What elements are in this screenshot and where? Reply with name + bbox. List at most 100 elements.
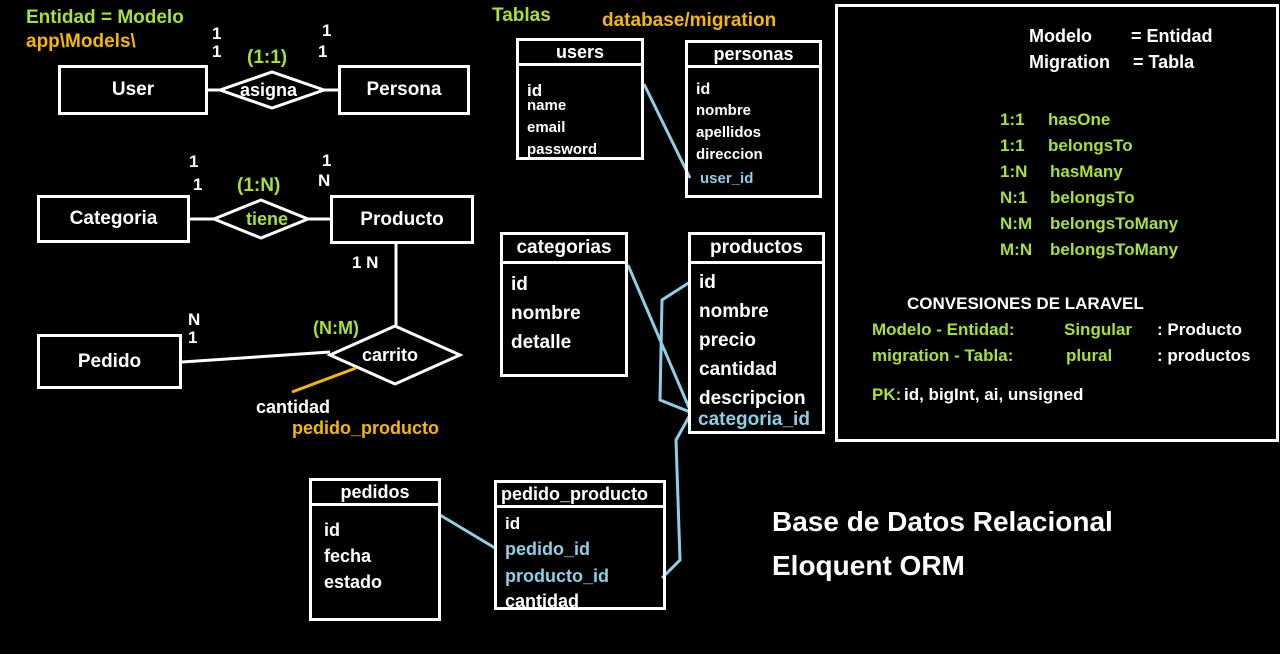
table-personas-field: id (696, 81, 711, 98)
entity-producto: Producto (330, 195, 474, 244)
relation-carrito-label: carrito (362, 345, 419, 365)
entity-categoria: Categoria (37, 195, 190, 243)
panel-relation-card: N:M (1000, 214, 1033, 233)
table-pedido-producto: pedido_producto id pedido_id producto_id… (494, 480, 666, 610)
table-pedido-producto-title: pedido_producto (497, 483, 663, 508)
cardinality-tiene-type: (1:N) (237, 175, 281, 196)
cardinality-categoria-a: 1 (189, 152, 199, 171)
table-categorias-field: nombre (511, 303, 581, 324)
table-pedidos: pedidos id fecha estado (309, 478, 441, 621)
entity-user: User (58, 65, 208, 115)
table-personas-field: direccion (696, 146, 763, 163)
table-pedidos-field: fecha (324, 546, 372, 566)
panel-migration-label: Migration (1029, 52, 1110, 72)
table-categorias-field: detalle (511, 332, 572, 353)
entity-pedido: Pedido (37, 334, 182, 389)
cardinality-pedido-b: 1 (188, 328, 198, 347)
fk-line-users-personas (642, 83, 692, 179)
table-productos-field: id (699, 272, 716, 293)
table-categorias-title: categorias (503, 235, 625, 264)
cardinality-user-b: 1 (212, 42, 222, 61)
panel-conv-migration-example: : productos (1157, 346, 1251, 365)
panel-relation-method: hasOne (1048, 110, 1111, 129)
cardinality-user-a: 1 (212, 24, 222, 43)
panel-relation-card: 1:1 (1000, 136, 1025, 155)
table-pedidos-field: id (324, 520, 340, 540)
relation-asigna-diamond (215, 70, 329, 110)
table-pedido-producto-fk-field: pedido_id (505, 539, 590, 559)
table-productos-fk-field: categoria_id (698, 409, 810, 430)
panel-relation-method: belongsToMany (1050, 240, 1179, 259)
table-productos-title: productos (691, 235, 822, 264)
table-categorias-field: id (511, 274, 528, 295)
table-productos: productos id nombre precio cantidad desc… (688, 232, 825, 434)
carrito-attribute-line (291, 366, 357, 394)
panel-relation-method: belongsTo (1050, 188, 1135, 207)
table-pedido-producto-field: cantidad (505, 591, 580, 611)
cardinality-persona-b: 1 (318, 42, 328, 61)
migration-path-label: database/migration (602, 10, 777, 31)
panel-modelo-label: Modelo (1029, 26, 1092, 46)
panel-conventions-title: CONVESIONES DE LARAVEL (907, 294, 1144, 313)
table-pedidos-title: pedidos (312, 481, 438, 506)
models-path-label: app\Models\ (26, 31, 136, 52)
info-panel (835, 4, 1279, 442)
table-pedido-producto-field: id (505, 514, 521, 533)
panel-relation-card: 1:N (1000, 162, 1028, 181)
relation-asigna-label: asigna (240, 80, 298, 100)
panel-relation-card: N:1 (1000, 188, 1028, 207)
table-users-title: users (519, 41, 641, 66)
table-productos-field: descripcion (699, 388, 806, 409)
cardinality-persona-a: 1 (322, 21, 332, 40)
fk-line-productos-id (658, 280, 691, 414)
panel-pk-label: PK: (872, 385, 902, 404)
table-users: users id name email password (516, 38, 644, 160)
entity-persona: Persona (338, 65, 470, 115)
table-users-field: id (527, 81, 543, 100)
carrito-table-label: pedido_producto (292, 418, 439, 438)
relation-tiene-diamond (209, 198, 313, 240)
cardinality-producto-a: 1 (322, 151, 332, 170)
table-personas-title: personas (688, 43, 819, 68)
cardinality-asigna-type: (1:1) (247, 47, 288, 68)
relation-tiene-label: tiene (246, 209, 289, 229)
table-productos-field: nombre (699, 301, 769, 322)
panel-conv-migration-rule: plural (1066, 346, 1113, 365)
footer-title-line2: Eloquent ORM (772, 550, 965, 581)
fk-line-productos-pedido-producto (660, 414, 692, 580)
footer-title-line1: Base de Datos Relacional (772, 506, 1113, 537)
fk-line-pedidos-pedido-producto (439, 513, 496, 550)
cardinality-categoria-b: 1 (193, 175, 203, 194)
tables-label: Tablas (492, 5, 551, 26)
panel-conv-model-label: Modelo - Entidad: (872, 320, 1015, 339)
er-line-pedido-carrito (181, 350, 331, 364)
panel-relation-method: belongsToMany (1050, 214, 1179, 233)
table-users-field: name (527, 97, 567, 114)
table-pedido-producto-fk-field: producto_id (505, 566, 609, 586)
table-pedidos-field: estado (324, 572, 383, 592)
table-personas-fk-field: user_id (700, 170, 754, 187)
panel-relation-method: hasMany (1050, 162, 1123, 181)
table-categorias: categorias id nombre detalle (500, 232, 628, 377)
panel-relation-method: belongsTo (1048, 136, 1133, 155)
panel-relation-card: 1:1 (1000, 110, 1025, 129)
table-users-field: password (527, 141, 598, 158)
table-personas: personas id nombre apellidos direccion u… (685, 40, 822, 198)
table-personas-field: nombre (696, 102, 752, 119)
panel-conv-model-rule: Singular (1064, 320, 1133, 339)
table-productos-field: cantidad (699, 359, 778, 380)
carrito-attribute-label: cantidad (256, 397, 331, 417)
table-users-field: email (527, 119, 566, 136)
cardinality-producto-carrito: 1 N (352, 253, 379, 272)
panel-conv-migration-label: migration - Tabla: (872, 346, 1014, 365)
panel-relation-card: M:N (1000, 240, 1033, 259)
panel-pk-text: id, bigInt, ai, unsigned (904, 385, 1084, 404)
panel-migration-eq: = Tabla (1133, 52, 1195, 72)
cardinality-producto-b: N (318, 171, 331, 190)
cardinality-pedido-a: N (188, 310, 201, 329)
panel-modelo-eq: = Entidad (1131, 26, 1213, 46)
cardinality-carrito-type: (N:M) (313, 318, 359, 338)
fk-line-categorias-productos (626, 264, 692, 411)
table-productos-field: precio (699, 330, 757, 351)
